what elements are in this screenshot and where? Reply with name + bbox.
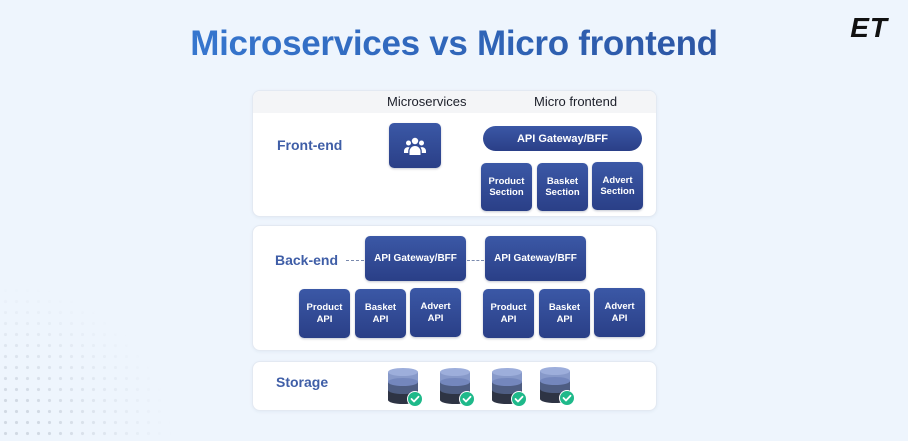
frontend-api-gateway: API Gateway/BFF [483,126,642,151]
row-label-frontend: Front-end [277,137,343,153]
page-title: Microservices vs Micro frontend [0,24,908,64]
frontend-panel: Microservices Micro frontend Front-end A… [252,90,657,217]
microservices-frontend-app [389,123,441,168]
row-label-storage: Storage [276,374,329,390]
backend-panel: Back-end API Gateway/BFF API Gateway/BFF… [252,225,657,351]
column-header-strip [253,91,656,113]
column-label-microservices: Microservices [387,94,467,109]
micro-frontend-api-gateway: API Gateway/BFF [485,236,586,281]
background-dot-pattern [0,230,260,441]
column-label-micro-frontend: Micro frontend [534,94,618,109]
microservices-api-gateway: API Gateway/BFF [365,236,466,281]
users-icon [404,137,426,155]
row-label-backend: Back-end [275,252,339,268]
storage-panel: Storage [252,361,657,411]
brand-logo: ET [850,12,888,43]
dashed-connector [467,260,484,261]
dashed-connector [346,260,364,261]
